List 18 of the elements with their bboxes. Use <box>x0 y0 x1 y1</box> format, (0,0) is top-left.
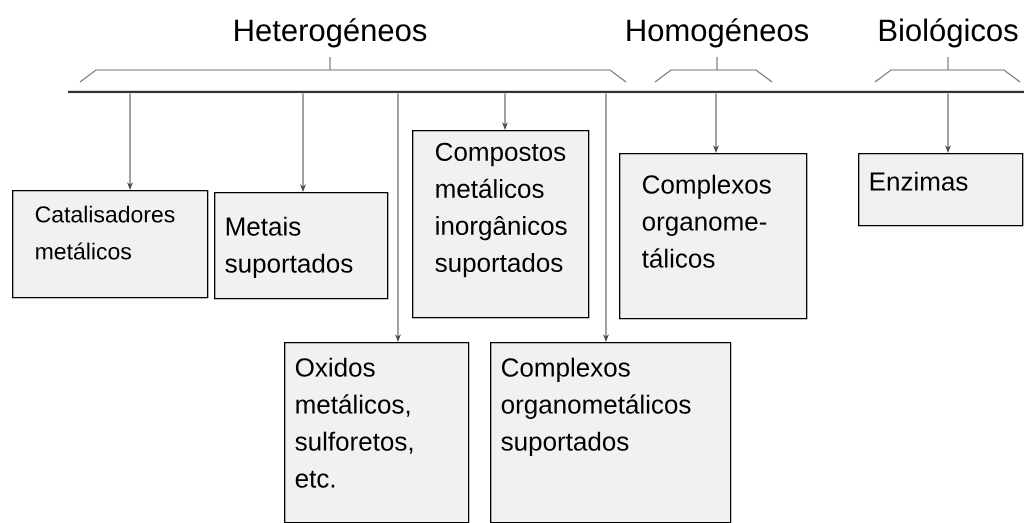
arrow <box>127 93 133 190</box>
arrow <box>945 93 951 153</box>
horizontal-bar <box>68 90 1024 94</box>
text-box: Complexos organometálicos suportados <box>490 342 732 523</box>
text-box: Enzimas <box>858 153 1024 227</box>
text-box: Oxidos metálicos, sulforetos, etc. <box>284 342 470 523</box>
arrow <box>713 93 719 153</box>
category-heading: Biológicos <box>879 18 1018 48</box>
arrow <box>502 93 508 130</box>
arrow <box>395 93 401 342</box>
category-heading: Homogéneos <box>627 18 809 48</box>
text-box: Complexos organome- tálicos <box>619 153 808 320</box>
arrow <box>300 93 306 192</box>
arrow <box>603 93 609 342</box>
text-box: Catalisadores metálicos <box>12 190 209 299</box>
text-box: Metais suportados <box>214 192 389 300</box>
text-box: Compostos metálicos inorgânicos suportados <box>412 130 590 319</box>
category-heading: Heterogéneos <box>235 18 427 48</box>
